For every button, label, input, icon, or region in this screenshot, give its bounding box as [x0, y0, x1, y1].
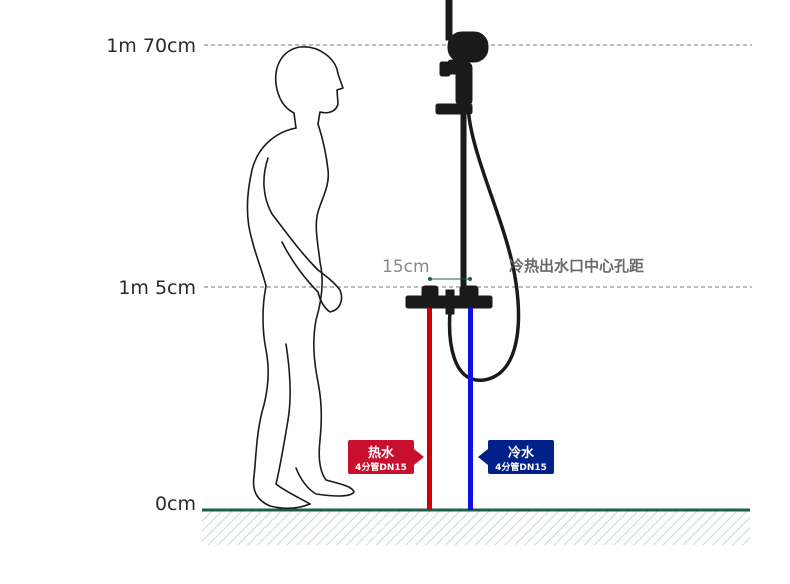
cold-water-tag: 冷水 4分管DN15 — [478, 440, 554, 474]
person-outline — [246, 46, 355, 509]
hot-water-label: 热水 — [368, 445, 395, 461]
cold-water-spec: 4分管DN15 — [495, 461, 547, 473]
valve-knob-left — [421, 285, 439, 299]
height-label-floor: 0cm — [155, 493, 196, 515]
hot-water-tag: 热水 4分管DN15 — [348, 440, 424, 474]
hot-water-spec: 4分管DN15 — [355, 461, 407, 473]
hand-shower-holder — [455, 61, 473, 107]
height-label-top: 1m 70cm — [106, 35, 196, 57]
shower-hose — [447, 105, 521, 382]
height-label-mid: 1m 5cm — [118, 277, 196, 299]
hot-water-pipe — [427, 308, 432, 510]
spacing-value: 15cm — [382, 257, 430, 277]
spacing-note: 冷热出水口中心孔距 — [509, 257, 644, 275]
floor-hatch — [202, 511, 750, 545]
shower-fixture — [405, 0, 493, 315]
valve-knob-right — [459, 285, 479, 299]
shower-head — [447, 31, 489, 63]
top-pipe — [445, 0, 453, 41]
cold-water-pipe — [468, 308, 473, 510]
cold-water-label: 冷水 — [508, 445, 535, 461]
